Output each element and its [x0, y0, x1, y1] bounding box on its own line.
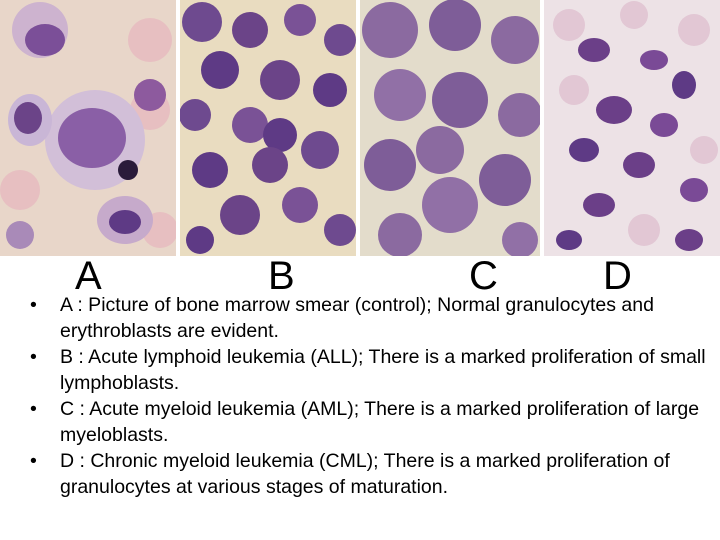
- micrograph-strip: [0, 0, 720, 256]
- caption-text-c: C : Acute myeloid leukemia (AML); There …: [60, 398, 700, 446]
- caption-text-d: D : Chronic myeloid leukemia (CML); Ther…: [60, 450, 670, 498]
- micrograph-c-aml: [360, 0, 540, 256]
- micrograph-d-cml: [544, 0, 720, 256]
- micrograph-b-image: [180, 0, 356, 256]
- bullet-dot: •: [30, 450, 37, 472]
- micrograph-b-all: [180, 0, 356, 256]
- caption-item-a: • A : Picture of bone marrow smear (cont…: [30, 292, 710, 344]
- panel-label-c: C: [469, 254, 498, 298]
- micrograph-a-image: [0, 0, 176, 256]
- caption-item-c: • C : Acute myeloid leukemia (AML); Ther…: [30, 396, 710, 448]
- micrograph-c-image: [360, 0, 540, 256]
- micrograph-a-control: [0, 0, 176, 256]
- micrograph-d-image: [544, 0, 720, 256]
- caption-text-b: B : Acute lymphoid leukemia (ALL); There…: [60, 346, 706, 394]
- caption-item-b: • B : Acute lymphoid leukemia (ALL); The…: [30, 344, 710, 396]
- bullet-dot: •: [30, 398, 37, 420]
- panel-label-d: D: [603, 254, 632, 298]
- caption-item-d: • D : Chronic myeloid leukemia (CML); Th…: [30, 448, 710, 500]
- panel-label-b: B: [268, 254, 295, 298]
- bullet-dot: •: [30, 346, 37, 368]
- bullet-dot: •: [30, 294, 37, 316]
- caption-text-a: A : Picture of bone marrow smear (contro…: [60, 294, 654, 342]
- caption-bullet-list: • A : Picture of bone marrow smear (cont…: [30, 292, 710, 500]
- panel-label-a: A: [75, 254, 102, 298]
